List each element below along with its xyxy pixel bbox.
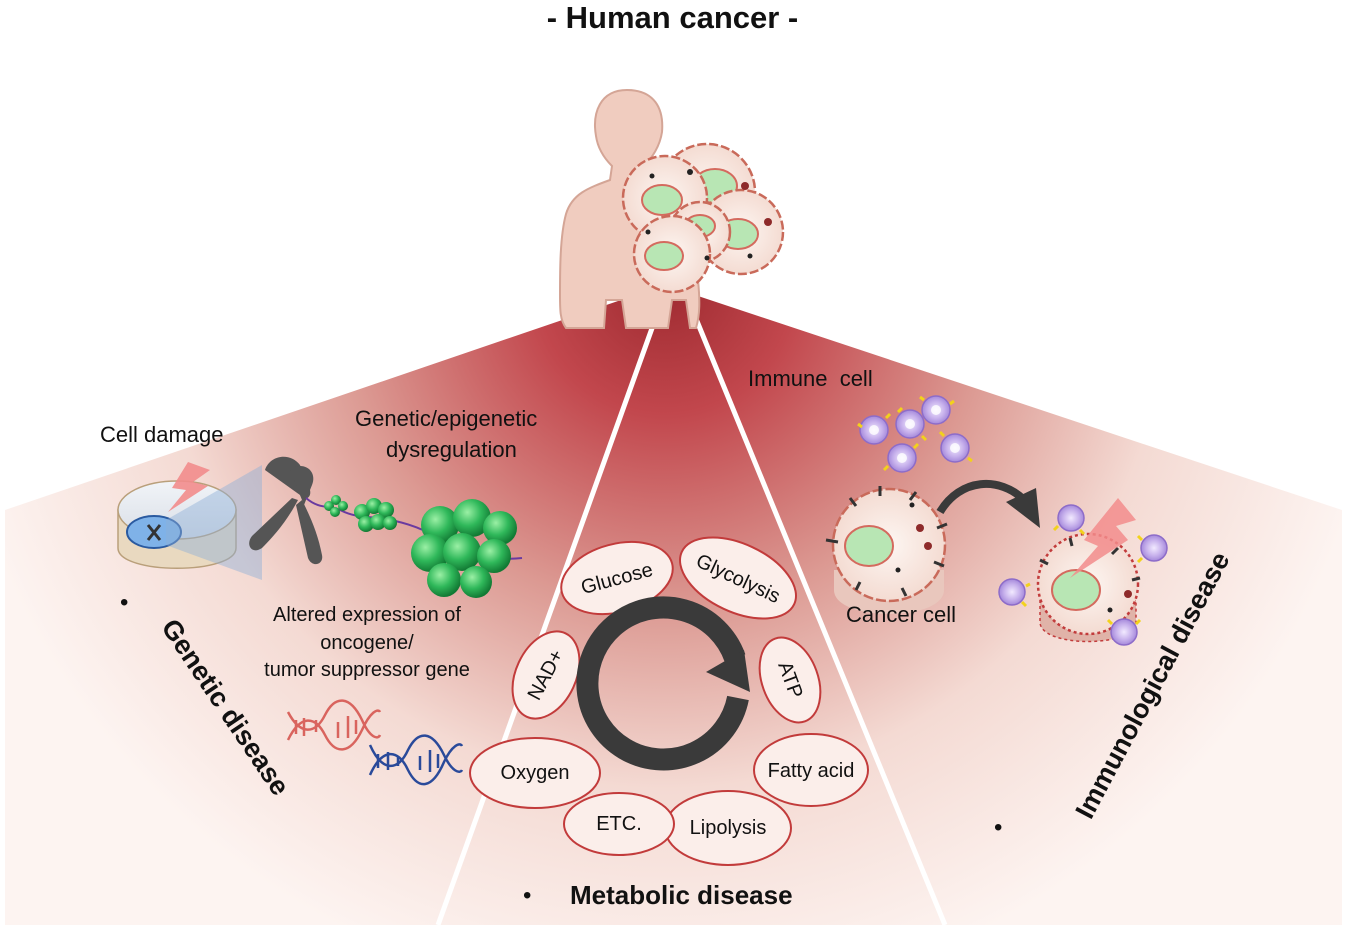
ellipse-fatty-acid bbox=[753, 733, 869, 807]
immune-cell bbox=[938, 430, 973, 463]
tumor-cell bbox=[632, 214, 712, 294]
bullet-genetic: • bbox=[120, 589, 129, 616]
label-dysregulation-line2: dysregulation bbox=[386, 437, 517, 462]
dna-helix-blue bbox=[368, 734, 464, 786]
bullet-immunological: • bbox=[994, 814, 1003, 841]
nucleosome-medium bbox=[354, 498, 397, 532]
immune-cell bbox=[857, 412, 892, 445]
metabolic-ellipses bbox=[469, 536, 869, 866]
label-altered-line2: oncogene/ bbox=[320, 632, 414, 654]
label-immune-cell: Immune cell bbox=[748, 366, 873, 391]
section-title-metabolic: Metabolic disease bbox=[570, 880, 793, 910]
immune-cell bbox=[919, 395, 955, 425]
divider-right bbox=[682, 291, 948, 925]
ellipse-oxygen bbox=[469, 737, 601, 809]
ellipse-glycolysis bbox=[679, 536, 797, 620]
ellipse-atp bbox=[758, 636, 822, 724]
label-cancer-cell: Cancer cell bbox=[846, 602, 957, 627]
label-cell-damage: Cell damage bbox=[100, 422, 224, 447]
cancer-cell-illustration bbox=[825, 486, 948, 614]
zoom-cone bbox=[166, 465, 262, 580]
label-altered-line1: Altered expression of bbox=[273, 604, 461, 626]
cell-damage-dish bbox=[117, 480, 237, 569]
lightning-bolt-icon bbox=[168, 462, 210, 512]
attached-immune-cells bbox=[998, 504, 1168, 646]
label-altered-line3: tumor suppressor gene bbox=[264, 659, 470, 681]
cycle-item-etc: ETC. bbox=[596, 813, 642, 835]
page-title: - Human cancer - bbox=[546, 0, 799, 35]
attack-arrow bbox=[936, 479, 1027, 515]
ellipse-etc bbox=[563, 792, 675, 856]
cycle-arrow-icon bbox=[576, 596, 749, 771]
cycle-item-fatty-acid: Fatty acid bbox=[767, 760, 855, 782]
cycle-arrow-head bbox=[706, 650, 750, 692]
chromosome bbox=[249, 456, 323, 565]
attacked-cancer-cell bbox=[998, 498, 1168, 646]
cycle-item-oxygen: Oxygen bbox=[500, 762, 570, 784]
divider-left bbox=[435, 291, 668, 925]
cycle-item-lipolysis: Lipolysis bbox=[689, 817, 767, 839]
tumor-cluster bbox=[621, 142, 785, 294]
label-dysregulation-line1: Genetic/epigenetic bbox=[355, 406, 538, 431]
lightning-bolt-icon bbox=[1070, 498, 1136, 578]
immune-cells bbox=[857, 395, 973, 473]
immune-cell bbox=[882, 442, 920, 473]
attack-arrow-head bbox=[1006, 488, 1040, 528]
bullet-metabolic: • bbox=[523, 882, 532, 909]
nucleosome-small bbox=[324, 495, 348, 517]
dna-helix-red bbox=[286, 699, 382, 751]
ellipse-nad bbox=[511, 630, 581, 720]
nucleosome-large bbox=[411, 499, 517, 598]
immune-cell bbox=[895, 406, 928, 442]
